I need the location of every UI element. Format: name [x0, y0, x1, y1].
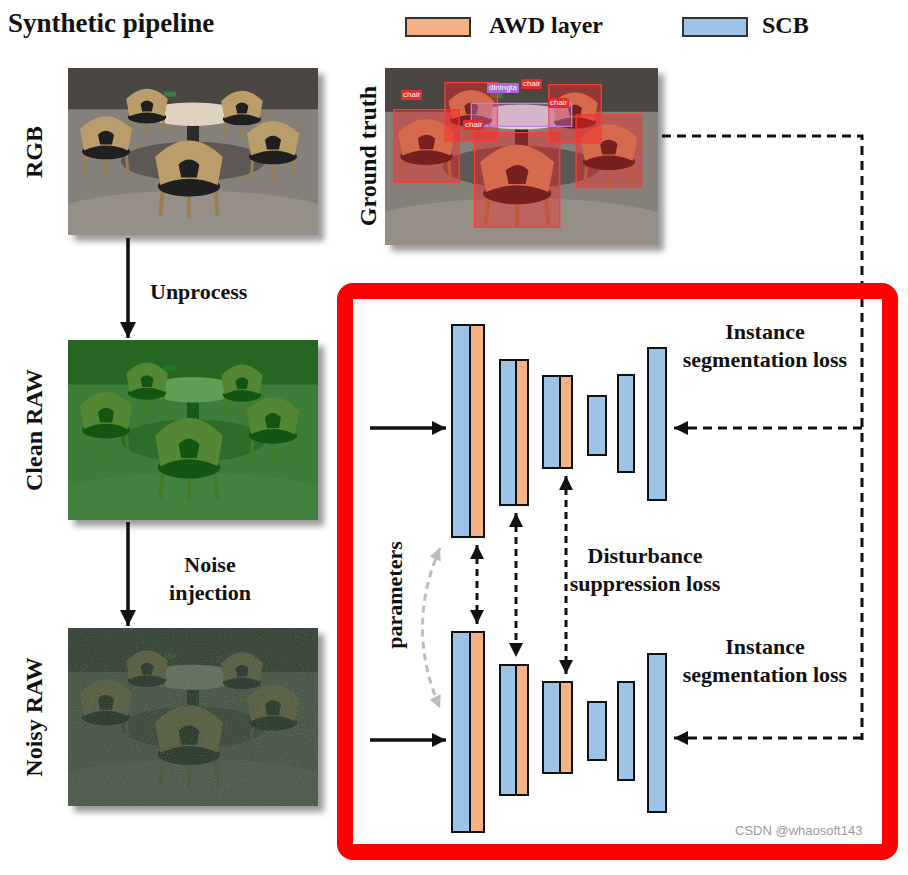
- image-label: Clean RAW: [21, 369, 47, 491]
- network-frame: Instance segmentation lossDisturbance su…: [337, 283, 898, 860]
- input-arrow: [370, 428, 446, 740]
- class-tag: chair: [548, 98, 569, 108]
- edge-label: Unprocess: [150, 278, 247, 306]
- legend-swatch: [682, 17, 748, 37]
- image-label: Ground truth: [355, 86, 381, 226]
- image-label: Noisy RAW: [21, 657, 47, 776]
- loss-label: Disturbance suppression loss: [560, 542, 730, 597]
- edge-label: Noise injection: [148, 551, 272, 606]
- supervision-line: [674, 283, 862, 740]
- legend-swatch: [405, 17, 471, 37]
- flow-arrow: [126, 238, 130, 338]
- class-tag: chair: [521, 79, 542, 89]
- watermark: CSDN @whaosoft143: [735, 823, 862, 838]
- image-panel: RGB: [12, 66, 322, 238]
- rgb-photo: [43, 68, 343, 250]
- network-branch: [452, 325, 666, 537]
- legend-text: SCB: [762, 11, 809, 40]
- noisy-raw-photo: [43, 628, 343, 822]
- image-label: RGB: [21, 126, 47, 178]
- loss-label: Instance segmentation loss: [675, 633, 855, 688]
- figure-title: Synthetic pipeline: [8, 8, 214, 39]
- parameter-sharing-arrow: [423, 548, 441, 708]
- flow-arrow: [126, 522, 130, 626]
- clean-raw-photo: [43, 340, 343, 536]
- parameter-label: parameters: [383, 541, 407, 649]
- legend-text: AWD layer: [489, 11, 603, 40]
- network-branch: [452, 632, 666, 832]
- loss-label: Instance segmentation loss: [675, 318, 855, 373]
- ground-truth-photo: [358, 68, 686, 261]
- suppression-arrow: [477, 476, 566, 674]
- class-tag: chair: [463, 120, 484, 130]
- supervision-line: [662, 136, 862, 283]
- class-tag: chair: [401, 90, 422, 100]
- image-panel: Clean RAW: [12, 338, 322, 522]
- class-tag: diningta: [487, 83, 519, 93]
- image-panel: Noisy RAW: [12, 626, 322, 808]
